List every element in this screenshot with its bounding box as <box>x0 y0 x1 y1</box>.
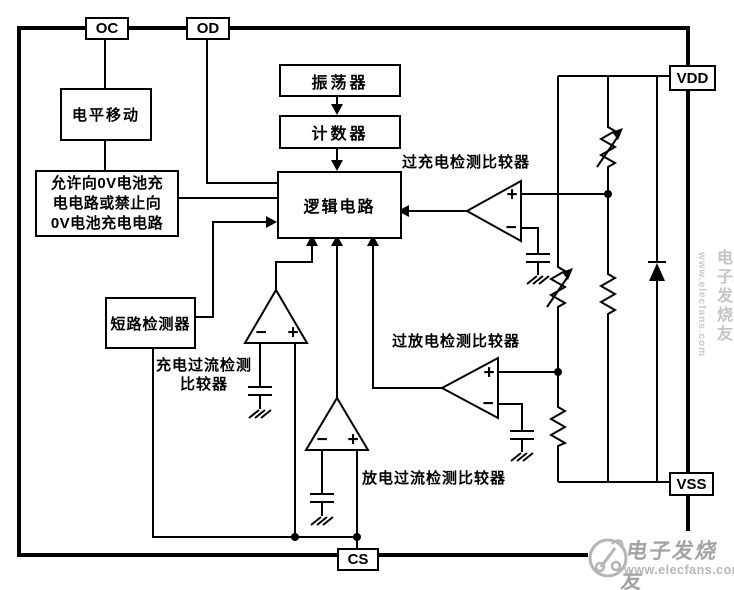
capacitor-overdischarge <box>510 430 534 440</box>
arrowhead-var-top <box>612 128 623 140</box>
level-shift-label: 电平移动 <box>71 107 140 124</box>
pin-vss: VSS <box>669 472 714 496</box>
capacitor-overcharge <box>526 253 550 263</box>
arrow-dischargeoc-to-logic <box>331 235 343 246</box>
arrow-osc-to-counter <box>331 104 343 115</box>
ground-overdischarge-icon <box>510 452 534 462</box>
pin-od: OD <box>186 17 230 40</box>
resistor-variable-mid <box>548 263 568 310</box>
discharge-overcurrent-comparator-label: 放电过流检测比较器 <box>362 470 507 487</box>
capacitor-charge-oc <box>248 386 272 396</box>
oscillator-block: 振荡器 <box>279 64 401 97</box>
counter-block: 计数器 <box>279 115 401 149</box>
resistor-fixed-left <box>548 403 568 447</box>
zero-v-note-line: 允许向0V电池充 <box>50 174 164 192</box>
arrow-counter-to-logic <box>331 160 343 171</box>
level-shift-block: 电平移动 <box>60 88 152 141</box>
wire-od-to-logic <box>206 36 277 184</box>
diode-icon <box>649 263 665 281</box>
junction-dot <box>353 533 361 541</box>
discharge-oc-plus-sign: + <box>347 429 359 451</box>
short-circuit-detector-block: 短路检测器 <box>105 297 196 349</box>
wire-vdd-rail <box>557 75 672 263</box>
zero-v-note-line: 电电路或禁止向 <box>52 194 162 212</box>
wire-overcharge-inputs <box>521 193 608 275</box>
pin-oc-label: OC <box>95 20 119 37</box>
wire-cs-to-plus-inputs <box>294 343 358 537</box>
charge-oc-plus-sign: + <box>287 322 299 344</box>
overcharge-minus-sign: − <box>505 217 517 239</box>
overcharge-comparator-label: 过充电检测比较器 <box>402 154 531 171</box>
wire-shortdetector-to-logic <box>192 221 274 318</box>
junction-dot <box>291 533 299 541</box>
short-circuit-detector-label: 短路检测器 <box>110 315 191 333</box>
wire-chargeoc-out <box>275 238 313 290</box>
elecfans-logo-icon <box>588 538 628 578</box>
logic-circuit-label: 逻辑电路 <box>303 199 376 216</box>
charge-oc-label-line: 比较器 <box>179 376 228 393</box>
overdischarge-comparator-icon <box>439 356 499 420</box>
overdischarge-comparator-label: 过放电检测比较器 <box>392 333 521 350</box>
ground-discharge-oc-icon <box>310 516 334 526</box>
discharge-overcurrent-comparator-icon <box>304 396 370 451</box>
arrow-overcharge-to-logic <box>398 205 409 217</box>
pin-cs: CS <box>337 548 379 571</box>
watermark-url-text: www.elecfans.com <box>624 563 734 577</box>
junction-dot <box>554 368 562 376</box>
charge-oc-label-line: 充电过流检测 <box>155 357 252 374</box>
pin-vdd-label: VDD <box>676 69 709 87</box>
var-resistor-arrow-mid <box>546 274 570 308</box>
watermark-url-vertical: www.elecfans.com <box>696 252 707 358</box>
arrowhead-var-mid <box>562 268 573 280</box>
overdischarge-plus-sign: + <box>483 362 495 384</box>
pin-vss-label: VSS <box>676 475 707 493</box>
arrow-chargeoc-to-logic <box>306 235 318 246</box>
overdischarge-minus-sign: − <box>482 393 494 415</box>
var-resistor-arrow-top <box>596 134 620 168</box>
pin-cs-label: CS <box>347 551 369 568</box>
ground-charge-oc-icon <box>248 409 272 419</box>
pin-vdd: VDD <box>669 65 716 91</box>
counter-label: 计数器 <box>311 126 369 143</box>
arrow-overdischarge-to-logic <box>367 235 379 246</box>
arrow-shortdetector-to-logic <box>266 216 277 228</box>
pin-od-label: OD <box>196 20 220 37</box>
discharge-oc-minus-sign: − <box>316 429 328 451</box>
resistor-variable-top <box>598 123 618 170</box>
junction-dot <box>604 190 612 198</box>
wire-overdischarge-inputs <box>498 371 558 452</box>
zero-v-note-line: 0V电池充电电路 <box>50 214 164 232</box>
wire-overcurrent-minus-inputs <box>259 343 323 516</box>
capacitor-discharge-oc <box>310 493 334 503</box>
wire-overdischarge-out <box>372 238 442 389</box>
watermark-brand-vertical: 电子发烧友 <box>714 249 731 344</box>
ground-overcharge-icon <box>526 275 550 285</box>
charge-overcurrent-comparator-icon <box>243 288 309 344</box>
resistor-fixed-right <box>598 270 618 320</box>
overcharge-plus-sign: + <box>506 184 518 206</box>
wire-divider-branches <box>557 170 658 482</box>
oscillator-label: 振荡器 <box>311 74 369 92</box>
overcharge-comparator-icon <box>464 179 522 243</box>
logic-circuit-block: 逻辑电路 <box>277 171 402 239</box>
zero-v-charge-note-block: 允许向0V电池充 电电路或禁止向 0V电池充电电路 <box>35 170 179 237</box>
charge-overcurrent-comparator-label: 充电过流检测 比较器 <box>148 356 260 394</box>
charge-oc-minus-sign: − <box>255 322 267 344</box>
watermark-bottom: 电子发烧友 www.elecfans.com <box>588 531 734 590</box>
pin-oc: OC <box>85 17 129 40</box>
